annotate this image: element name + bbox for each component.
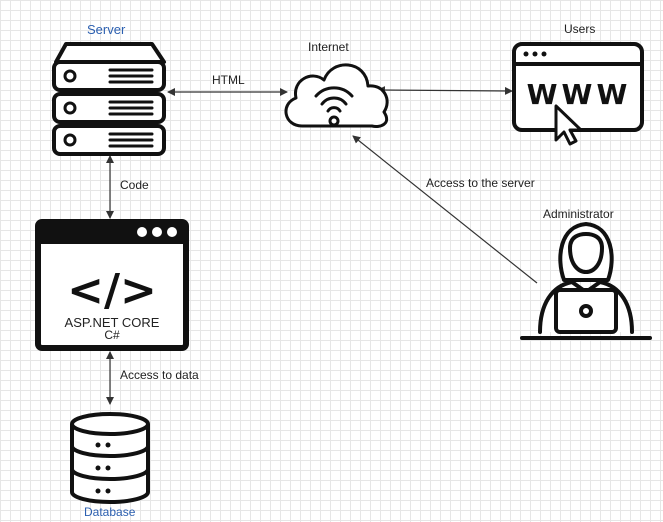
app-label-line2: C# [104, 328, 120, 342]
database-label: Database [84, 505, 136, 519]
browser-www-icon: WWW [512, 42, 644, 146]
edge-internet-users [377, 86, 513, 95]
edge-label-html: HTML [212, 73, 245, 87]
edge-label-access-server: Access to the server [426, 176, 535, 190]
database-icon [70, 412, 150, 504]
code-window-icon: </> ASP.NET CORE C# [35, 219, 189, 351]
person-laptop-icon [520, 222, 652, 340]
cloud-wifi-icon [284, 63, 389, 128]
server-icon [52, 42, 166, 156]
edge-label-access-data: Access to data [120, 368, 199, 382]
code-symbol: </> [67, 265, 157, 316]
users-www-text: WWW [527, 78, 632, 111]
edge-admin-internet [352, 135, 538, 284]
app-label-line1: ASP.NET CORE [65, 315, 160, 330]
server-label: Server [87, 22, 126, 37]
internet-label: Internet [308, 40, 349, 54]
users-label: Users [564, 22, 596, 36]
administrator-label: Administrator [543, 207, 614, 221]
edge-label-code: Code [120, 178, 149, 192]
